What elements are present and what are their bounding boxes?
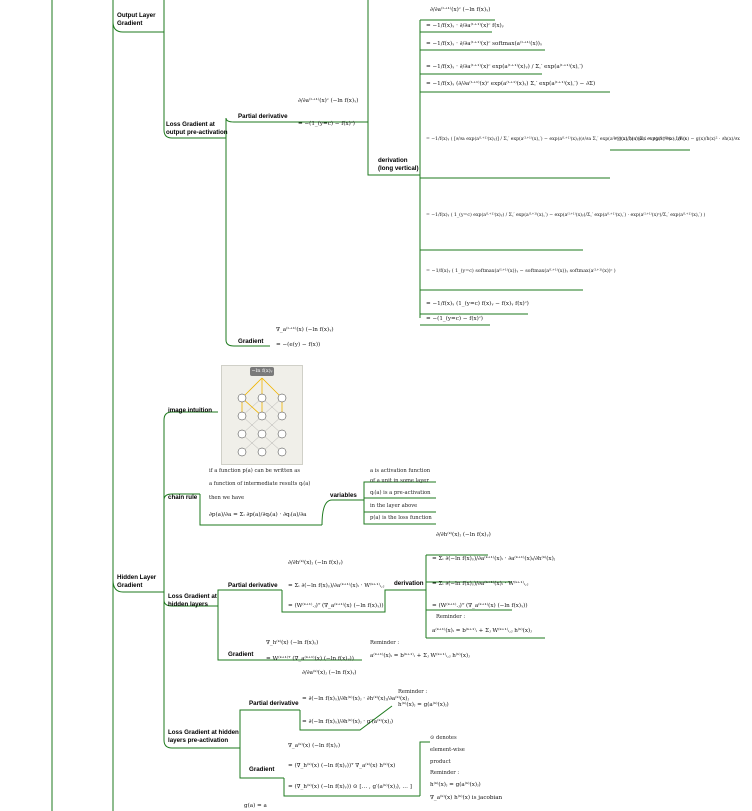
formula-gradient-preact-reminder: h⁽ᵏ⁾(x)ⱼ = g(a⁽ᵏ⁾(x)ⱼ)	[430, 782, 481, 788]
node-gradient-output[interactable]: Gradient	[238, 338, 264, 345]
node-partial-derivative-output[interactable]: Partial derivative	[238, 113, 288, 120]
node-loss-gradient-output-preact[interactable]: Loss Gradient at output pre-activation	[166, 121, 228, 136]
node-hidden-layer-gradient[interactable]: Hidden Layer Gradient	[117, 574, 157, 589]
chain-rule-formula: ∂p(a)/∂a = Σᵢ ∂p(a)/∂qᵢ(a) · ∂qᵢ(a)/∂a	[209, 512, 307, 518]
formula-partial-derivative-hidden-line: ∂/∂h⁽ᵏ⁾(x)ⱼ (−ln f(x)ᵧ)	[288, 560, 343, 566]
variables-text: a is activation function	[370, 468, 431, 474]
formula-derivation-step: = −1/f(x)ᵧ (∂/∂a⁽ᴸ⁺¹⁾(x)ᶜ exp(a⁽ᴸ⁺¹⁾(x)ᵧ…	[426, 81, 596, 87]
formula-derivation-step: = −1/f(x)ᵧ · ∂/∂a⁽ᴸ⁺¹⁾(x)ᶜ softmax(a⁽ᴸ⁺¹…	[426, 41, 543, 47]
note-text: product	[430, 759, 451, 765]
formula-partial-derivative-output-line: = −(1_(y=c) − f(x)ᶜ)	[298, 121, 355, 127]
formula-gradient-hidden-line: ∇_h⁽ᵏ⁾(x) (−ln f(x)ᵧ)	[266, 640, 319, 646]
formula-partial-derivative-hidden-line: = Σᵢ ∂(−ln f(x)ᵧ)/∂a⁽ᵏ⁺¹⁾(x)ᵢ · W⁽ᵏ⁺¹⁾ᵢ,…	[288, 583, 385, 589]
network-diagram-icon	[237, 377, 287, 457]
variables-text: qᵢ(a) is a pre-activation	[370, 490, 431, 496]
formula-gradient-hidden-reminder: a⁽ᵏ⁺¹⁾(x)ᵢ = b⁽ᵏ⁺¹⁾ᵢ + Σⱼ W⁽ᵏ⁺¹⁾ᵢ,ⱼ h⁽ᵏ⁾…	[370, 653, 470, 659]
node-output-layer-gradient[interactable]: Output Layer Gradient	[117, 12, 156, 27]
formula-derivation-hidden-step: ∂/∂h⁽ᵏ⁾(x)ⱼ (−ln f(x)ᵧ)	[436, 532, 491, 538]
formula-gradient-preact-line: = (∇_h⁽ᵏ⁾(x) (−ln f(x)ᵧ))ᵀ ∇_a⁽ᵏ⁾(x) h⁽ᵏ…	[288, 763, 396, 769]
variables-text: in the layer above	[370, 503, 418, 509]
variables-text: p(a) is the loss function	[370, 515, 432, 521]
formula-partial-derivative-preact-line: ∂/∂a⁽ᵏ⁾(x)ⱼ (−ln f(x)ᵧ)	[302, 670, 357, 676]
node-gradient-preact[interactable]: Gradient	[249, 766, 275, 773]
variables-text: of a unit in some layer	[370, 478, 429, 484]
formula-derivation-step: = −1/f(x)ᵧ ( 1_(y=c) softmax(a⁽ᴸ⁺¹⁾(x))ᵧ…	[426, 269, 616, 274]
formula-derivation-hidden-step: a⁽ᵏ⁺¹⁾(x)ᵢ = b⁽ᵏ⁺¹⁾ᵢ + Σⱼ W⁽ᵏ⁺¹⁾ᵢ,ⱼ h⁽ᵏ⁾…	[432, 628, 532, 634]
figure-loss-label: −ln f(x)ᵧ	[250, 367, 274, 376]
network-figure: −ln f(x)ᵧ	[221, 365, 303, 465]
formula-derivation-hidden-step: = Σᵢ ∂(−ln f(x)ᵧ)/∂a⁽ᵏ⁺¹⁾(x)ᵢ · ∂a⁽ᵏ⁺¹⁾(…	[432, 556, 556, 562]
formula-derivation-hidden-step: = (W⁽ᵏ⁺¹⁾.ⱼ)ᵀ (∇_a⁽ᵏ⁺¹⁾(x) (−ln f(x)ᵧ))	[432, 603, 528, 609]
reminder-label: Reminder :	[436, 614, 466, 620]
formula-derivation-step: = −1/f(x)ᵧ ( [∂/∂a exp(a⁽ᴸ⁺¹⁾(x)ᵧ)] / Σ꜀…	[426, 137, 686, 142]
node-chain-rule[interactable]: chain rule	[168, 494, 198, 501]
reminder-label: Reminder :	[430, 770, 460, 776]
reminder-label: Reminder :	[398, 689, 428, 695]
note-text: element-wise	[430, 747, 465, 753]
formula-derivation-hidden-step: = Σᵢ ∂(−ln f(x)ᵧ)/∂a⁽ᵏ⁺¹⁾(x)ᵢ · W⁽ᵏ⁺¹⁾ᵢ,…	[432, 581, 529, 587]
formula-derivation-step: = −1/f(x)ᵧ · ∂/∂a⁽ᴸ⁺¹⁾(x)ᶜ f(x)ᵧ	[426, 23, 504, 29]
node-image-intuition[interactable]: image intuition	[168, 407, 212, 414]
node-loss-gradient-hidden[interactable]: Loss Gradient at hidden layers	[168, 593, 217, 608]
formula-preact-reminder: h⁽ᵏ⁾(x)ⱼ = g(a⁽ᵏ⁾(x)ⱼ)	[398, 702, 449, 708]
chain-rule-text: a function of intermediate results qᵢ(a)	[209, 481, 311, 487]
reminder-label: Reminder :	[370, 640, 400, 646]
formula-bottom-cut: g(a) = a	[244, 803, 267, 809]
formula-gradient-output-line: = −(e(y) − f(x))	[276, 342, 321, 348]
formula-gradient-preact-jacobian: ∇_a⁽ᵏ⁾(x) h⁽ᵏ⁾(x) is jacobian	[430, 795, 503, 801]
formula-partial-derivative-preact-line: = ∂(−ln f(x)ᵧ)/∂h⁽ᵏ⁾(x)ⱼ · ∂h⁽ᵏ⁾(x)ⱼ/∂a⁽…	[302, 696, 409, 702]
node-derivation-output[interactable]: derivation (long vertical)	[378, 157, 419, 172]
node-loss-gradient-hidden-preact[interactable]: Loss Gradient at hidden layers pre-activ…	[168, 729, 239, 744]
chain-rule-text: then we have	[209, 495, 245, 501]
formula-derivation-step: = −1/f(x)ᵧ ( 1_(y=c) exp(a⁽ᴸ⁺¹⁾(x)ᵧ) / Σ…	[426, 213, 706, 218]
formula-derivation-step: ∂/∂a⁽ᴸ⁺¹⁾(x)ᶜ (−ln f(x)ᵧ)	[430, 7, 491, 13]
node-partial-derivative-hidden[interactable]: Partial derivative	[228, 582, 278, 589]
node-variables[interactable]: variables	[330, 492, 357, 499]
node-gradient-hidden[interactable]: Gradient	[228, 651, 254, 658]
formula-partial-derivative-hidden-line: = (W⁽ᵏ⁺¹⁾.ⱼ)ᵀ (∇_a⁽ᵏ⁺¹⁾(x) (−ln f(x)ᵧ))	[288, 603, 384, 609]
formula-derivation-step: = −1/f(x)ᵧ · ∂/∂a⁽ᴸ⁺¹⁾(x)ᶜ exp(a⁽ᴸ⁺¹⁾(x)…	[426, 64, 583, 70]
formula-gradient-preact-line: ∇_a⁽ᵏ⁾(x) (−ln f(x)ᵧ)	[288, 743, 341, 749]
formula-gradient-output-line: ∇_a⁽ᴸ⁺¹⁾(x) (−ln f(x)ᵧ)	[276, 327, 334, 333]
node-derivation-hidden[interactable]: derivation	[394, 580, 424, 587]
formula-quotient-rule: ∂(g(x)/h(x))/∂x = ∂g(x)/∂x · 1/h(x) − g(…	[614, 137, 740, 142]
formula-derivation-step: = −1/f(x)ᵧ (1_(y=c) f(x)ᵧ − f(x)ᵧ f(x)ᶜ)	[426, 301, 529, 307]
formula-derivation-step: = −(1_(y=c) − f(x)ᶜ)	[426, 316, 483, 322]
node-partial-derivative-preact[interactable]: Partial derivative	[249, 700, 299, 707]
formula-partial-derivative-preact-line: = ∂(−ln f(x)ᵧ)/∂h⁽ᵏ⁾(x)ⱼ · g′(a⁽ᵏ⁾(x)ⱼ)	[302, 719, 394, 725]
formula-gradient-preact-line: = (∇_h⁽ᵏ⁾(x) (−ln f(x)ᵧ)) ⊙ [… , g′(a⁽ᵏ⁾…	[288, 784, 412, 790]
note-text: ⊙ denotes	[430, 735, 457, 741]
formula-gradient-hidden-line: = W⁽ᵏ⁺¹⁾ᵀ (∇_a⁽ᵏ⁺¹⁾(x) (−ln f(x)ᵧ))	[266, 656, 354, 662]
formula-partial-derivative-output-line: ∂/∂a⁽ᴸ⁺¹⁾(x)ᶜ (−ln f(x)ᵧ)	[298, 98, 359, 104]
chain-rule-text: if a function p(a) can be written as	[209, 468, 301, 474]
